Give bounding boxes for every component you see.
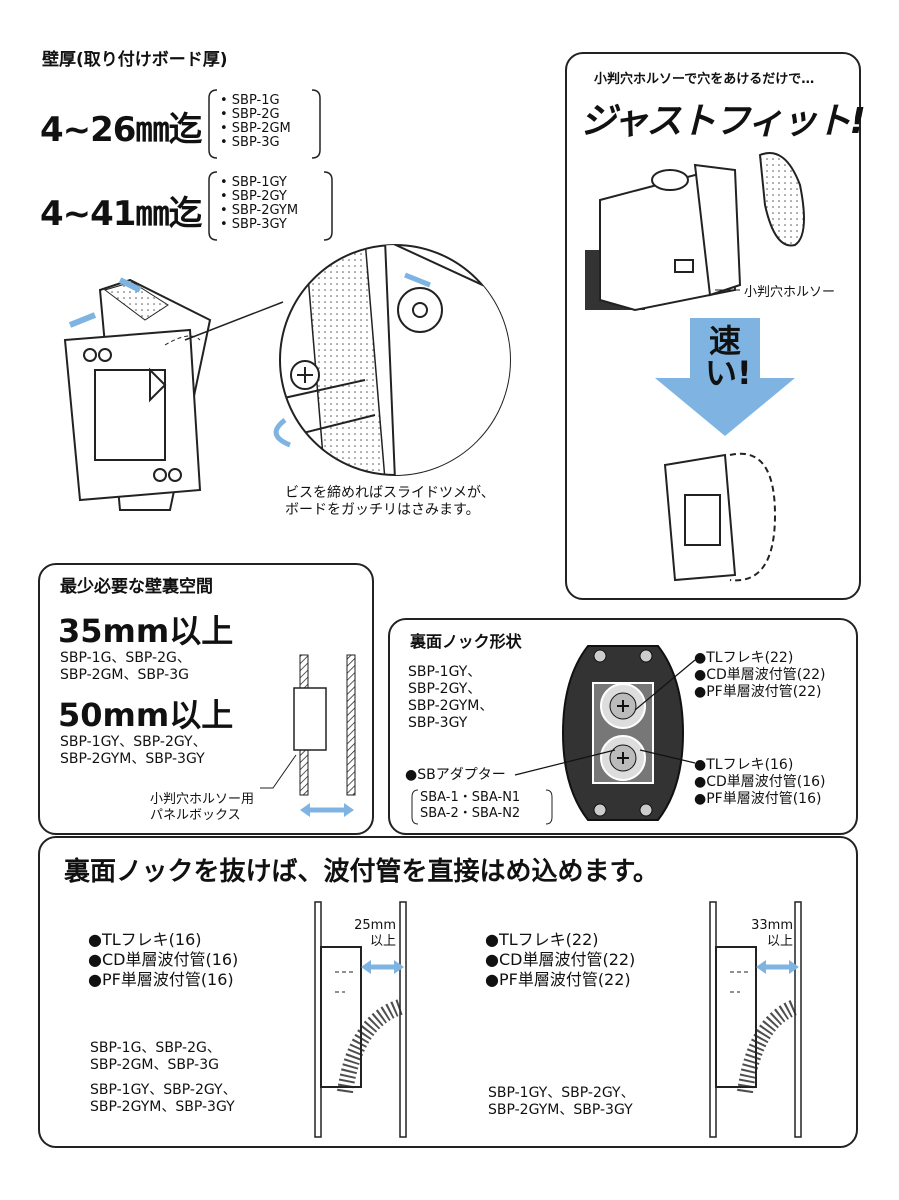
adapter-bracket-left	[411, 789, 419, 825]
gap-line: 以上	[369, 934, 396, 949]
models-line: SBP-1GY、SBP-2GY、	[60, 734, 207, 750]
hole-saw-label: 小判穴ホルソー	[744, 285, 836, 300]
box-label: 小判穴ホルソー用 パネルボックス	[150, 792, 254, 824]
model-item: • SBP-1G	[220, 93, 280, 108]
bracket-left-2	[208, 171, 218, 241]
left-gap-label: 25mm 以上	[338, 918, 396, 950]
model-item: • SBP-2GY	[220, 189, 287, 204]
slide-claw-caption: ビスを締めればスライドツメが、 ボードをガッチリはさみます。	[285, 485, 495, 519]
just-fit-headline: ジャストフィット!	[580, 101, 866, 142]
box-in-wall-illustration	[663, 452, 777, 582]
right-pipe-list: ●TLフレキ(22) ●CD単層波付管(22) ●PF単層波付管(22)	[485, 930, 635, 990]
size-35mm: 35mm以上	[58, 612, 234, 650]
left-pipe-list: ●TLフレキ(16) ●CD単層波付管(16) ●PF単層波付管(16)	[88, 930, 238, 990]
box-label-line: パネルボックス	[150, 808, 241, 823]
pipe-label: ●CD単層波付管(16)	[694, 774, 826, 790]
knock-model: SBP-3GY	[408, 715, 468, 731]
gap-line: 以上	[766, 934, 793, 949]
caption-line: ビスを締めればスライドツメが、	[285, 485, 495, 501]
pipe-label: ●CD単層波付管(22)	[694, 667, 826, 683]
size-50mm: 50mm以上	[58, 696, 234, 734]
left-section-diagram	[314, 901, 407, 1138]
knock-title: 裏面ノック形状	[410, 632, 522, 651]
caption-line: ボードをガッチリはさみます。	[285, 502, 480, 518]
zoom-pointer-lines	[184, 301, 284, 341]
bracket-right-1	[311, 89, 321, 159]
zoom-circle-illustration	[273, 244, 511, 476]
pipe-label: ●TLフレキ(22)	[694, 650, 794, 666]
pipe-label: ●PF単層波付管(16)	[694, 791, 822, 807]
pipe-label: ●PF単層波付管(22)	[694, 684, 822, 700]
models-group-2: • SBP-1GY • SBP-2GY • SBP-2GYM • SBP-3GY	[220, 176, 298, 232]
pipe-label: ●TLフレキ(16)	[694, 757, 794, 773]
models-35mm: SBP-1G、SBP-2G、 SBP-2GM、SBP-3G	[60, 650, 191, 684]
pipe-item: ●CD単層波付管(16)	[88, 950, 239, 969]
gap-line: 33mm	[751, 918, 793, 933]
panel-box-illustration	[63, 277, 212, 511]
wall-thickness-title: 壁厚(取り付けボード厚)	[42, 50, 228, 70]
models-line: SBP-1GY、SBP-2GY、	[488, 1085, 635, 1101]
knock-leader-lines	[514, 659, 696, 776]
direct-fit-headline: 裏面ノックを抜けば、波付管を直接はめ込めます。	[64, 857, 659, 887]
just-fit-lead: 小判穴ホルソーで穴をあけるだけで…	[594, 72, 815, 87]
upper-knock-labels: ●TLフレキ(22) ●CD単層波付管(22) ●PF単層波付管(22)	[694, 650, 826, 701]
adapter-model-line: SBA-2・SBA-N2	[420, 806, 521, 821]
adapter-models: SBA-1・SBA-N1 SBA-2・SBA-N2	[420, 790, 520, 822]
adapter-model-line: SBA-1・SBA-N1	[420, 790, 521, 805]
bracket-right-2	[323, 171, 333, 241]
model-item: • SBP-2G	[220, 107, 280, 122]
adapter-label: ●SBアダプター	[405, 767, 506, 783]
model-item: • SBP-3GY	[220, 217, 287, 232]
model-item: • SBP-2GM	[220, 121, 291, 136]
pipe-item: ●TLフレキ(16)	[88, 930, 202, 949]
min-space-title: 最少必要な壁裏空間	[60, 577, 213, 597]
hole-saw-illustration	[585, 152, 805, 312]
models-line: SBP-1G、SBP-2G、	[90, 1040, 221, 1056]
wall-range-2: 4~41㎜迄	[40, 194, 202, 234]
fast-down-arrow	[655, 318, 795, 436]
model-item: • SBP-3G	[220, 135, 280, 150]
pipe-item: ●PF単層波付管(16)	[88, 970, 234, 989]
knock-models: SBP-1GY、 SBP-2GY、 SBP-2GYM、 SBP-3GY	[408, 664, 493, 732]
box-leader-line	[260, 754, 297, 789]
wall-gap-diagram	[293, 654, 356, 817]
models-50mm: SBP-1GY、SBP-2GY、 SBP-2GYM、SBP-3GY	[60, 734, 207, 768]
models-line: SBP-2GYM、SBP-3GY	[488, 1102, 633, 1118]
models-line: SBP-2GYM、SBP-3GY	[60, 751, 205, 767]
adapter-bracket-right	[545, 789, 553, 825]
knock-model: SBP-2GY、	[408, 681, 482, 697]
wall-range-1: 4~26㎜迄	[40, 110, 202, 150]
models-line: SBP-1GY、SBP-2GY、	[90, 1082, 237, 1098]
right-gap-label: 33mm 以上	[735, 918, 793, 950]
right-models: SBP-1GY、SBP-2GY、 SBP-2GYM、SBP-3GY	[488, 1085, 635, 1119]
box-label-line: 小判穴ホルソー用	[150, 792, 255, 807]
model-item: • SBP-2GYM	[220, 203, 299, 218]
model-item: • SBP-1GY	[220, 175, 287, 190]
knock-model: SBP-2GYM、	[408, 698, 494, 714]
models-group-1: • SBP-1G • SBP-2G • SBP-2GM • SBP-3G	[220, 94, 291, 150]
models-line: SBP-2GM、SBP-3G	[90, 1057, 219, 1073]
models-line: SBP-1G、SBP-2G、	[60, 650, 191, 666]
right-section-diagram	[709, 901, 802, 1138]
knock-back-diagram	[561, 645, 685, 821]
left-models: SBP-1G、SBP-2G、 SBP-2GM、SBP-3G SBP-1GY、SB…	[90, 1040, 237, 1116]
pipe-item: ●CD単層波付管(22)	[485, 950, 636, 969]
lower-knock-labels: ●TLフレキ(16) ●CD単層波付管(16) ●PF単層波付管(16)	[694, 757, 826, 808]
gap-line: 25mm	[354, 918, 396, 933]
knock-model: SBP-1GY、	[408, 664, 482, 680]
bracket-left-1	[208, 89, 218, 159]
fast-label: 速い!	[705, 322, 752, 392]
models-line: SBP-2GM、SBP-3G	[60, 667, 189, 683]
models-line: SBP-2GYM、SBP-3GY	[90, 1099, 235, 1115]
pipe-item: ●PF単層波付管(22)	[485, 970, 631, 989]
pipe-item: ●TLフレキ(22)	[485, 930, 599, 949]
